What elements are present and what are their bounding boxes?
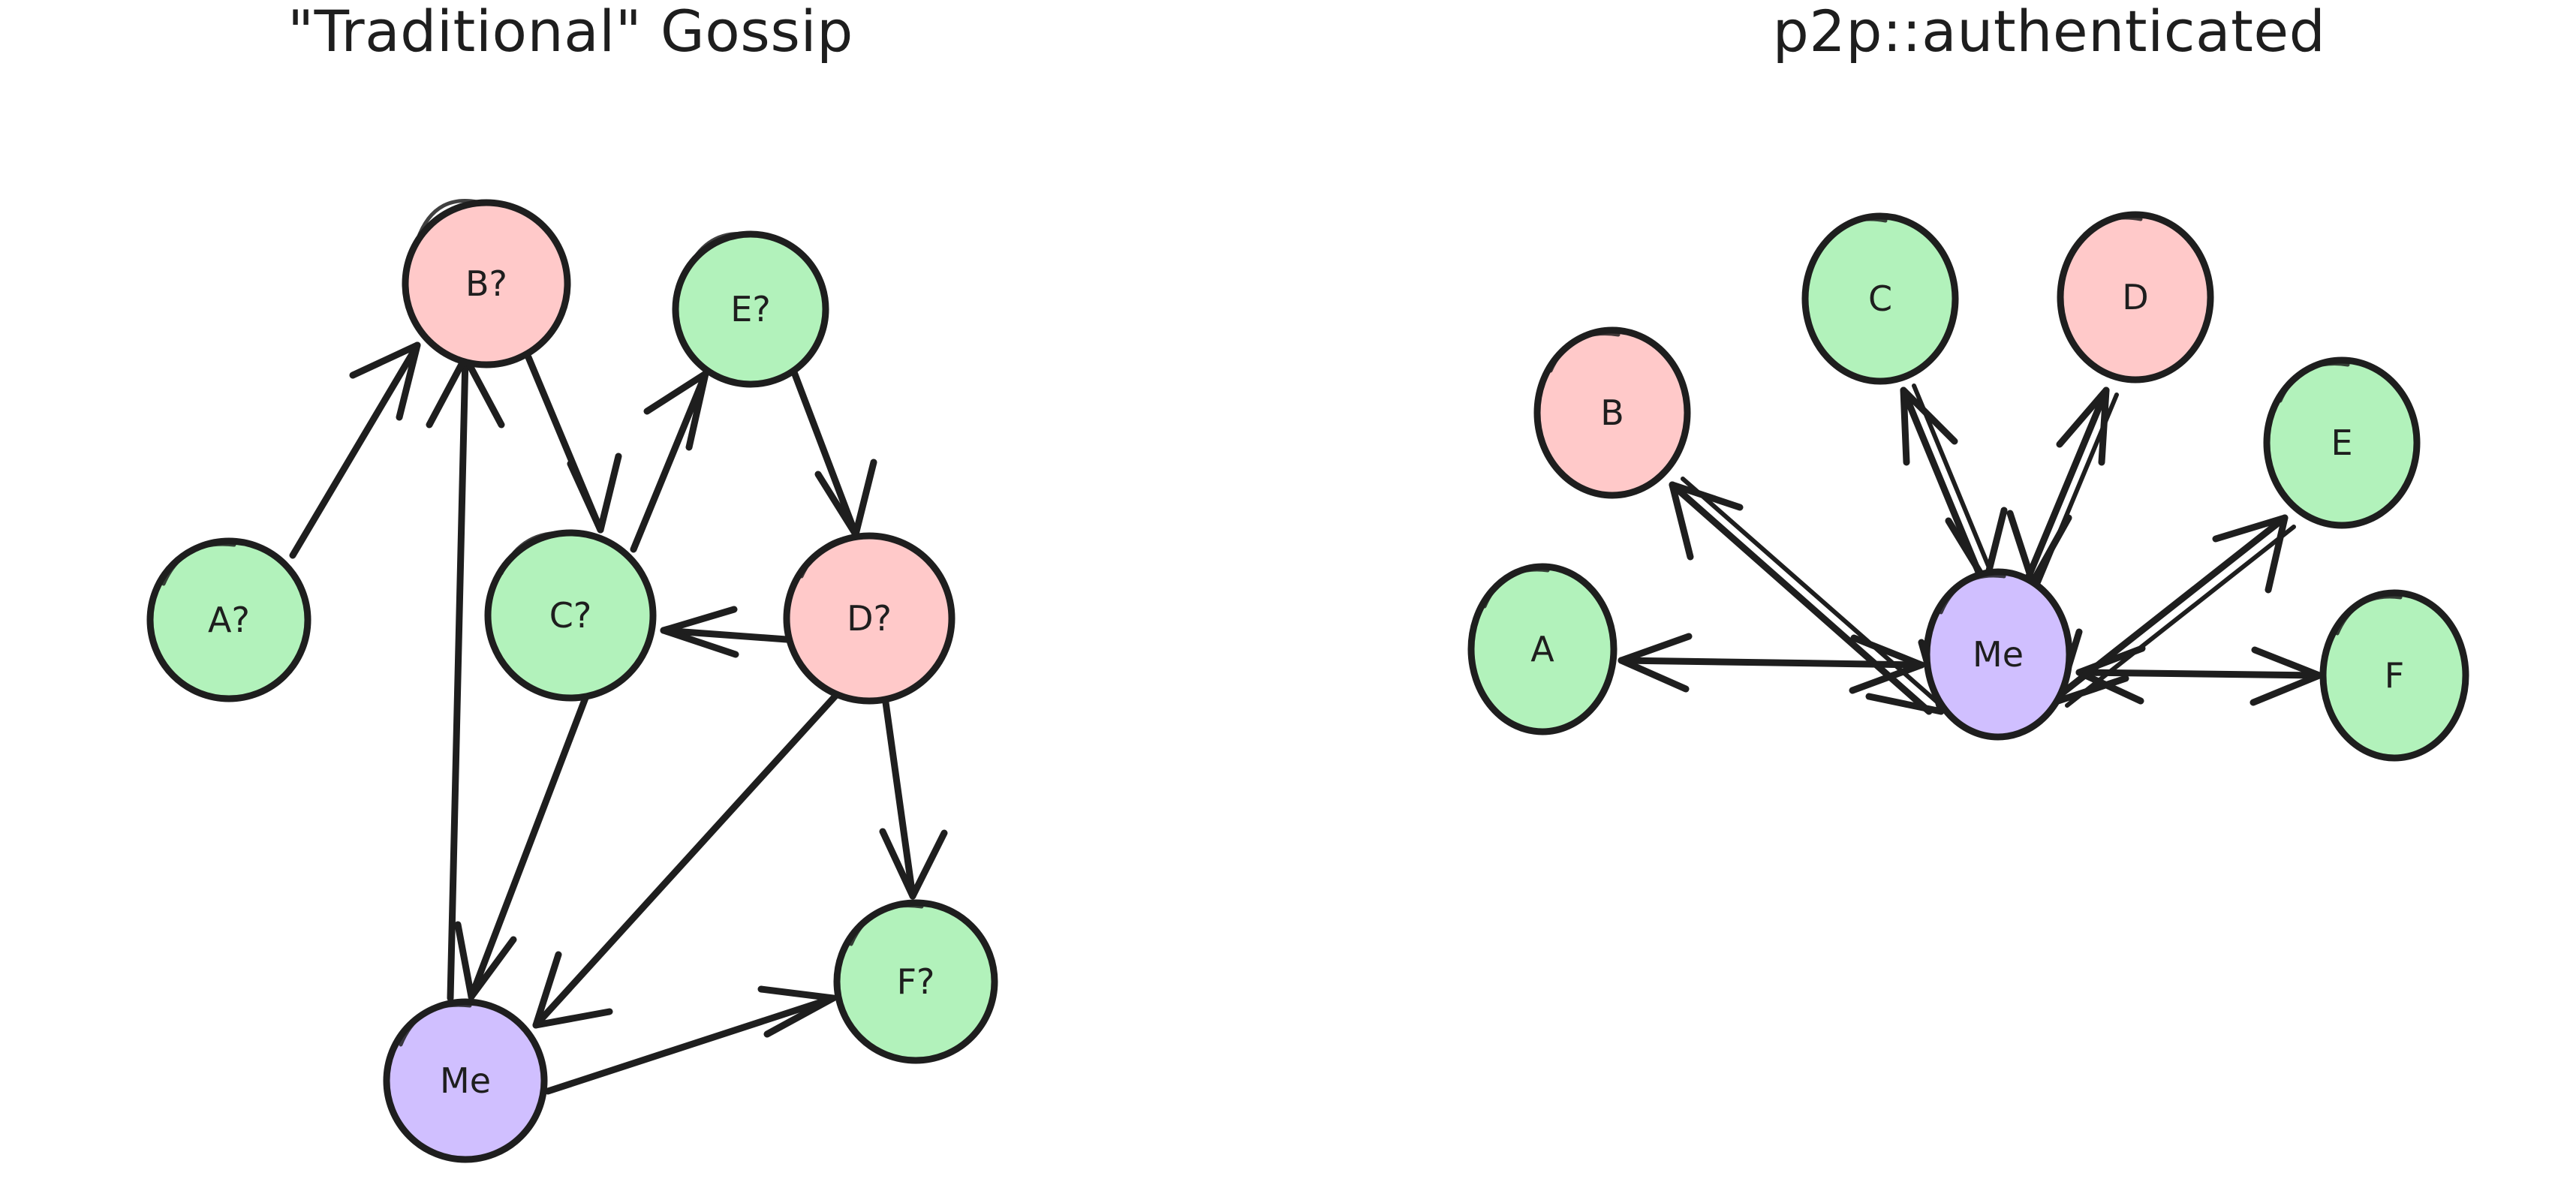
node-f[interactable]: F? bbox=[833, 899, 998, 1064]
node-d[interactable]: D? bbox=[783, 532, 955, 705]
edge-me-f bbox=[2075, 645, 2323, 706]
node-me[interactable]: Me bbox=[383, 998, 548, 1163]
node-f-right[interactable]: F bbox=[2319, 589, 2469, 762]
edge-a-to-b bbox=[289, 341, 421, 559]
node-label-d-right: D bbox=[2122, 277, 2148, 317]
node-label-a: A? bbox=[208, 600, 250, 640]
edge-d-to-f bbox=[879, 699, 948, 900]
node-b[interactable]: B? bbox=[402, 199, 571, 368]
node-label-e-right: E bbox=[2331, 423, 2352, 463]
edge-d-to-me bbox=[532, 690, 841, 1029]
edge-me-c bbox=[1900, 383, 2008, 586]
node-label-b: B? bbox=[465, 263, 507, 304]
node-label-c-right: C bbox=[1868, 278, 1892, 319]
edge-me-b bbox=[1669, 477, 1945, 715]
node-label-f-right: F bbox=[2385, 655, 2404, 696]
node-label-f: F? bbox=[897, 961, 935, 1002]
node-label-b-right: B bbox=[1600, 392, 1624, 433]
node-me-right[interactable]: Me bbox=[1923, 568, 2073, 741]
node-e[interactable]: E? bbox=[672, 230, 829, 388]
node-label-d: D? bbox=[847, 598, 892, 639]
node-d-right[interactable]: D bbox=[2057, 211, 2214, 383]
node-label-a-right: A bbox=[1530, 629, 1554, 669]
edge-me-d bbox=[2006, 386, 2119, 586]
nodes-traditional-gossip: B? E? A? C? D? bbox=[146, 199, 998, 1163]
node-label-e: E? bbox=[730, 289, 770, 329]
node-e-right[interactable]: E bbox=[2263, 356, 2421, 529]
nodes-p2p-authenticated: C D B E A bbox=[1467, 211, 2469, 762]
edge-c-to-me bbox=[454, 694, 589, 1000]
node-label-me-right: Me bbox=[1973, 634, 2024, 675]
edge-me-to-b bbox=[426, 353, 505, 1002]
edge-b-to-c bbox=[525, 353, 622, 534]
edge-c-to-e bbox=[630, 370, 709, 553]
node-a-right[interactable]: A bbox=[1467, 563, 1618, 735]
node-label-me: Me bbox=[440, 1060, 491, 1101]
edge-e-to-d bbox=[790, 368, 877, 538]
edges-traditional-gossip bbox=[289, 341, 948, 1095]
node-c-right[interactable]: C bbox=[1801, 212, 1959, 385]
node-c[interactable]: C? bbox=[484, 529, 657, 702]
panel-title-traditional-gossip: "Traditional" Gossip bbox=[287, 0, 853, 65]
edge-me-to-f bbox=[544, 985, 837, 1095]
panel-title-p2p-authenticated: p2p::authenticated bbox=[1773, 0, 2326, 65]
node-b-right[interactable]: B bbox=[1533, 326, 1691, 499]
node-a[interactable]: A? bbox=[146, 537, 311, 702]
edge-d-to-c bbox=[660, 606, 790, 658]
node-label-c: C? bbox=[549, 595, 592, 636]
